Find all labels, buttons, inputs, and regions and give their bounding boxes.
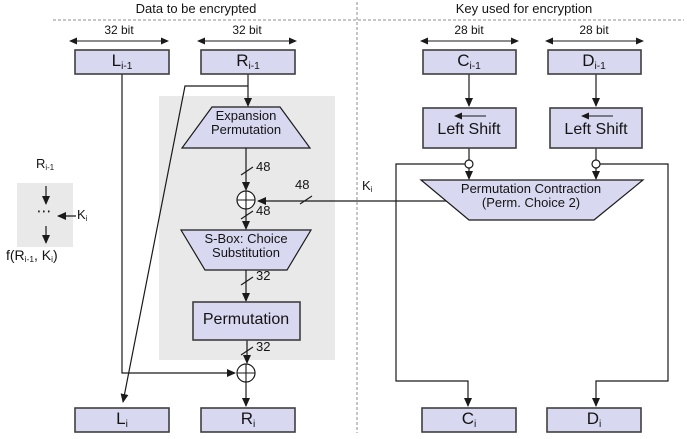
- register-c-next-label: Ci: [461, 409, 477, 430]
- register-subscript: i-1: [594, 60, 606, 72]
- permutation-contraction-trapezoid: [419, 179, 645, 221]
- bus-slash-permutation-out: [240, 346, 254, 356]
- legend-input-subscript: i-1: [45, 163, 55, 173]
- register-r-prev-box: [200, 49, 296, 75]
- register-l-next-box: [74, 407, 170, 433]
- legend-key-subscript: i: [85, 214, 88, 224]
- perm-contraction-label-line1: Permutation Contraction: [460, 181, 602, 196]
- bus-label-xor-out: 48: [256, 203, 271, 218]
- sbox-trapezoid: [179, 229, 313, 271]
- register-l-prev-box: [74, 49, 170, 75]
- register-l-next-label: Li: [116, 409, 128, 430]
- expansion-label-line2: Permutation: [210, 122, 282, 137]
- register-subscript: i: [474, 418, 477, 430]
- legend-output-label: f(Ri-1, Ki): [6, 247, 58, 265]
- register-r-prev-label: Ri-1: [236, 51, 260, 72]
- register-d-prev-box: [547, 49, 642, 75]
- permutation-box: [192, 301, 301, 341]
- header-data-section: Data to be encrypted: [135, 1, 257, 16]
- register-letter: C: [461, 409, 475, 428]
- perm-contraction-label-line2: (Perm. Choice 2): [481, 195, 581, 210]
- left-shift-c-box: [422, 107, 517, 149]
- register-r-next-label: Ri: [240, 409, 256, 430]
- expansion-permutation-trapezoid: [180, 106, 312, 149]
- subkey-label: Ki: [362, 178, 373, 195]
- register-subscript: i: [125, 418, 128, 430]
- header-key-section: Key used for encryption: [455, 1, 593, 16]
- legend-input-label: Ri-1: [35, 156, 55, 173]
- bit-width-label-r: 32 bit: [232, 23, 262, 37]
- wire-rprev-to-lnext: [120, 85, 248, 403]
- register-l-prev-label: Li-1: [111, 51, 133, 72]
- legend-key-label: Ki: [77, 207, 88, 224]
- register-letter: L: [116, 409, 126, 428]
- bus-slash-xor-out: [240, 210, 254, 220]
- subkey-subscript: i: [370, 185, 373, 195]
- register-subscript: i-1: [248, 60, 260, 72]
- sbox-label-line1: S-Box: Choice: [204, 231, 288, 246]
- xor2-node: [236, 363, 256, 383]
- register-letter: L: [111, 51, 122, 70]
- bit-width-label-l: 32 bit: [104, 23, 134, 37]
- register-letter: R: [236, 51, 249, 70]
- register-letter: D: [582, 51, 595, 70]
- bus-label-sbox-out: 32: [256, 268, 271, 283]
- xor1-node: [236, 190, 256, 210]
- bus-label-key-in: 48: [295, 177, 310, 192]
- bus-label-permutation-out: 32: [256, 339, 271, 354]
- bus-slash-expansion-out: [240, 166, 254, 176]
- register-letter: R: [240, 409, 254, 428]
- legend-output-subscript: i-1: [24, 254, 34, 265]
- expansion-label-line1: Expansion: [215, 108, 277, 123]
- branch-node-c: [464, 159, 474, 169]
- wire-loop-to-dnext: [592, 163, 669, 407]
- register-d-prev-label: Di-1: [582, 51, 606, 72]
- register-c-prev-box: [422, 49, 517, 75]
- register-r-next-box: [200, 407, 296, 433]
- legend-output-subscript: i: [51, 254, 53, 265]
- branch-node-d: [591, 159, 601, 169]
- legend-output-part: ): [52, 247, 58, 263]
- wire-lprev-to-xor2: [121, 74, 236, 377]
- subkey-letter: K: [362, 178, 371, 193]
- legend-key-letter: K: [77, 207, 86, 222]
- register-subscript: i-1: [121, 60, 133, 72]
- bit-width-label-c: 28 bit: [454, 23, 484, 37]
- permutation-label: Permutation: [202, 311, 290, 328]
- register-c-prev-label: Ci-1: [457, 51, 481, 72]
- bus-label-expansion-out: 48: [256, 159, 271, 174]
- sbox-label-line2: Substitution: [212, 245, 280, 260]
- legend-output-part: f(R: [6, 247, 25, 263]
- register-subscript: i: [253, 418, 256, 430]
- register-d-next-box: [546, 407, 642, 433]
- register-subscript: i: [599, 418, 602, 430]
- legend-input-letter: R: [35, 156, 46, 171]
- left-shift-d-label: Left Shift: [564, 121, 628, 138]
- register-letter: C: [457, 51, 470, 70]
- left-shift-c-label: Left Shift: [437, 121, 501, 138]
- bus-slash-key-in: [299, 195, 313, 205]
- wire-loop-to-cnext: [395, 163, 472, 407]
- register-d-next-label: Di: [586, 409, 602, 430]
- bit-width-label-d: 28 bit: [579, 23, 609, 37]
- register-letter: D: [586, 409, 600, 428]
- register-c-next-box: [421, 407, 517, 433]
- legend-output-part: , K: [33, 247, 52, 263]
- legend-dots: ⋯: [36, 203, 52, 220]
- left-shift-d-box: [549, 107, 643, 149]
- register-subscript: i-1: [469, 60, 481, 72]
- bus-slash-sbox-out: [240, 276, 254, 286]
